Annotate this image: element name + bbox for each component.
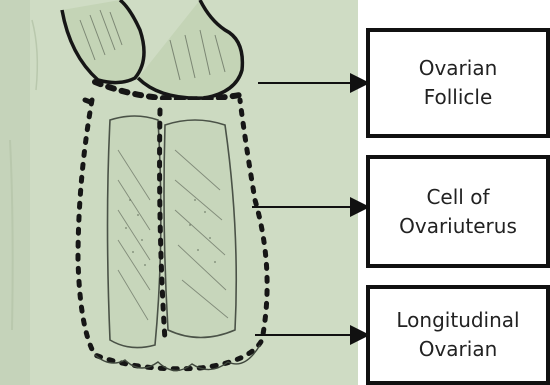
label-line: Longitudinal [396, 306, 519, 335]
label-line: Cell of [399, 183, 517, 212]
label-line: Follicle [419, 83, 498, 112]
label-line: Ovarian [396, 335, 519, 364]
label-line: Ovariuterus [399, 212, 517, 241]
label-line: Ovarian [419, 54, 498, 83]
label-ovarian-follicle: Ovarian Follicle [366, 28, 550, 138]
label-longitudinal-ovarian: Longitudinal Ovarian [366, 285, 550, 385]
label-cell-of-ovariuterus: Cell of Ovariuterus [366, 155, 550, 268]
